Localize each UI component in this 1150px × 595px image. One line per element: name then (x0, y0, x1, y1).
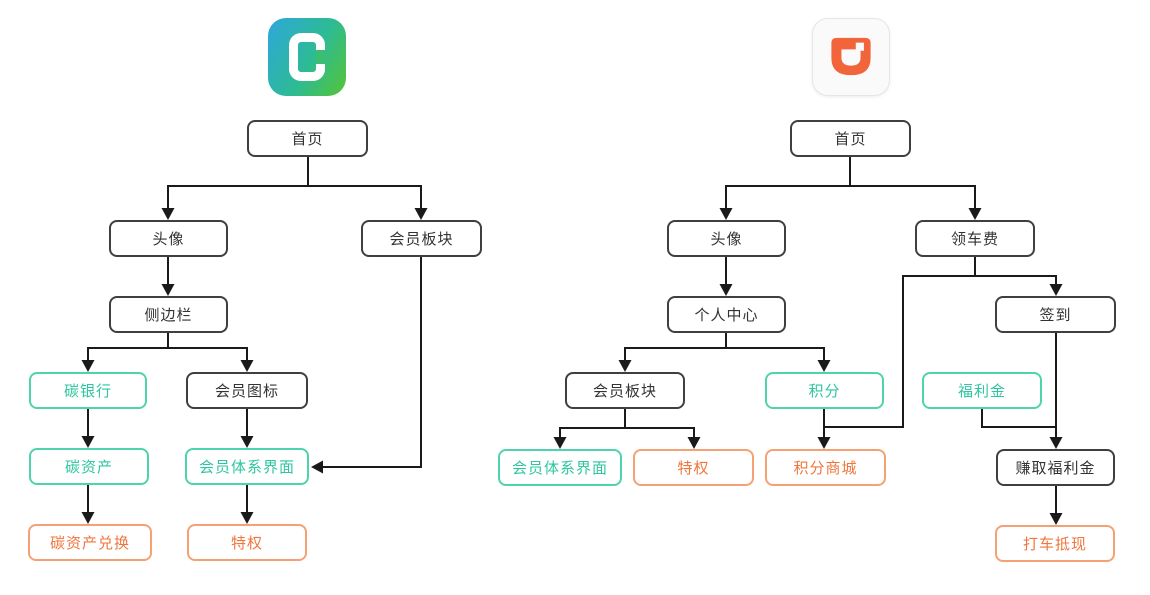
node-c-sidebar: 侧边栏 (109, 296, 228, 333)
node-c-member-system: 会员体系界面 (185, 448, 309, 485)
edge-c-member-system-to-c-privilege (240, 485, 254, 524)
arrowhead (81, 436, 95, 448)
arrowhead (81, 512, 95, 524)
connector-line (824, 257, 976, 428)
edge-d-personal-center-to-d-member-section (618, 333, 727, 372)
didi-d-ring (831, 37, 871, 76)
connector-line (308, 185, 422, 208)
edge-c-carbon-asset-to-c-carbon-exchange (81, 485, 95, 524)
connector-line (624, 333, 727, 360)
edge-c-avatar-to-c-sidebar (161, 257, 175, 296)
node-c-member-section: 会员板块 (361, 220, 482, 257)
arrowhead (1049, 437, 1063, 449)
didi-app-logo (812, 18, 890, 96)
arrowhead (968, 208, 982, 220)
connector-line (168, 347, 248, 360)
arrowhead (553, 437, 567, 449)
arrowhead (817, 437, 831, 449)
connector-line (726, 347, 825, 360)
edge-d-fare-to-d-checkin (975, 275, 1063, 296)
connector-line (167, 157, 309, 208)
node-d-ride-cash: 打车抵现 (995, 525, 1115, 562)
arrowhead (719, 208, 733, 220)
node-d-home: 首页 (790, 120, 911, 157)
node-d-points: 积分 (765, 372, 884, 409)
edge-c-sidebar-to-c-member-icon (168, 347, 254, 372)
arrowhead (161, 208, 175, 220)
edge-d-checkin-to-d-earn-welfare (1049, 333, 1063, 449)
node-d-welfare: 福利金 (922, 372, 1042, 409)
connector-line (975, 275, 1057, 284)
node-c-member-icon: 会员图标 (186, 372, 308, 409)
node-c-privilege: 特权 (187, 524, 307, 561)
node-d-member-section: 会员板块 (565, 372, 685, 409)
caocao-c-gap (316, 50, 325, 64)
edge-c-member-icon-to-c-member-system (240, 409, 254, 448)
arrowhead (161, 284, 175, 296)
connector-line (323, 257, 422, 468)
arrowhead (311, 460, 323, 474)
connector-line (559, 409, 626, 437)
edge-c-sidebar-to-c-carbon-bank (81, 333, 169, 372)
edge-c-carbon-bank-to-c-carbon-asset (81, 409, 95, 448)
caocao-c-icon (289, 33, 325, 81)
arrowhead (240, 360, 254, 372)
edge-c-home-to-c-member-section (308, 185, 428, 220)
node-d-checkin: 签到 (995, 296, 1116, 333)
node-c-carbon-bank: 碳银行 (29, 372, 147, 409)
arrowhead (618, 360, 632, 372)
node-d-earn-welfare: 赚取福利金 (996, 449, 1115, 486)
connector-line (625, 427, 695, 437)
node-d-points-mall: 积分商城 (765, 449, 886, 486)
arrowhead (817, 360, 831, 372)
node-d-fare: 领车费 (915, 220, 1035, 257)
node-d-member-system: 会员体系界面 (498, 449, 622, 486)
connector-line (850, 185, 976, 208)
edge-d-points-to-d-points-mall (817, 409, 831, 449)
arrowhead (687, 437, 701, 449)
didi-d-icon (831, 37, 871, 76)
didi-d-notch (855, 42, 864, 51)
edge-d-home-to-d-avatar (719, 157, 851, 220)
node-c-carbon-asset: 碳资产 (29, 448, 149, 485)
connector-line (981, 409, 1056, 428)
arrowhead (81, 360, 95, 372)
connector-line (87, 333, 169, 360)
edge-c-home-to-c-avatar (161, 157, 309, 220)
edge-d-personal-center-to-d-points (726, 347, 831, 372)
node-d-privilege: 特权 (633, 449, 754, 486)
node-c-home: 首页 (247, 120, 368, 157)
node-c-avatar: 头像 (109, 220, 228, 257)
arrowhead (719, 284, 733, 296)
arrowhead (414, 208, 428, 220)
node-d-personal-center: 个人中心 (667, 296, 786, 333)
connector-line (725, 157, 851, 208)
arrowhead (1049, 513, 1063, 525)
edge-d-home-to-d-fare (850, 185, 982, 220)
edge-d-fare-to-d-points-mall (824, 257, 976, 428)
caocao-app-logo (268, 18, 346, 96)
node-d-avatar: 头像 (667, 220, 786, 257)
edge-d-welfare-to-d-earn-welfare (981, 409, 1056, 428)
edge-d-member-section-to-d-member-system (553, 409, 626, 449)
arrowhead (240, 512, 254, 524)
arrowhead (240, 436, 254, 448)
node-c-carbon-exchange: 碳资产兑换 (28, 524, 152, 561)
edge-d-earn-welfare-to-d-ride-cash (1049, 486, 1063, 525)
arrowhead (1049, 284, 1063, 296)
edge-d-avatar-to-d-personal-center (719, 257, 733, 296)
edge-c-member-section-to-c-member-system (311, 257, 422, 474)
edge-d-member-section-to-d-privilege (625, 427, 701, 449)
